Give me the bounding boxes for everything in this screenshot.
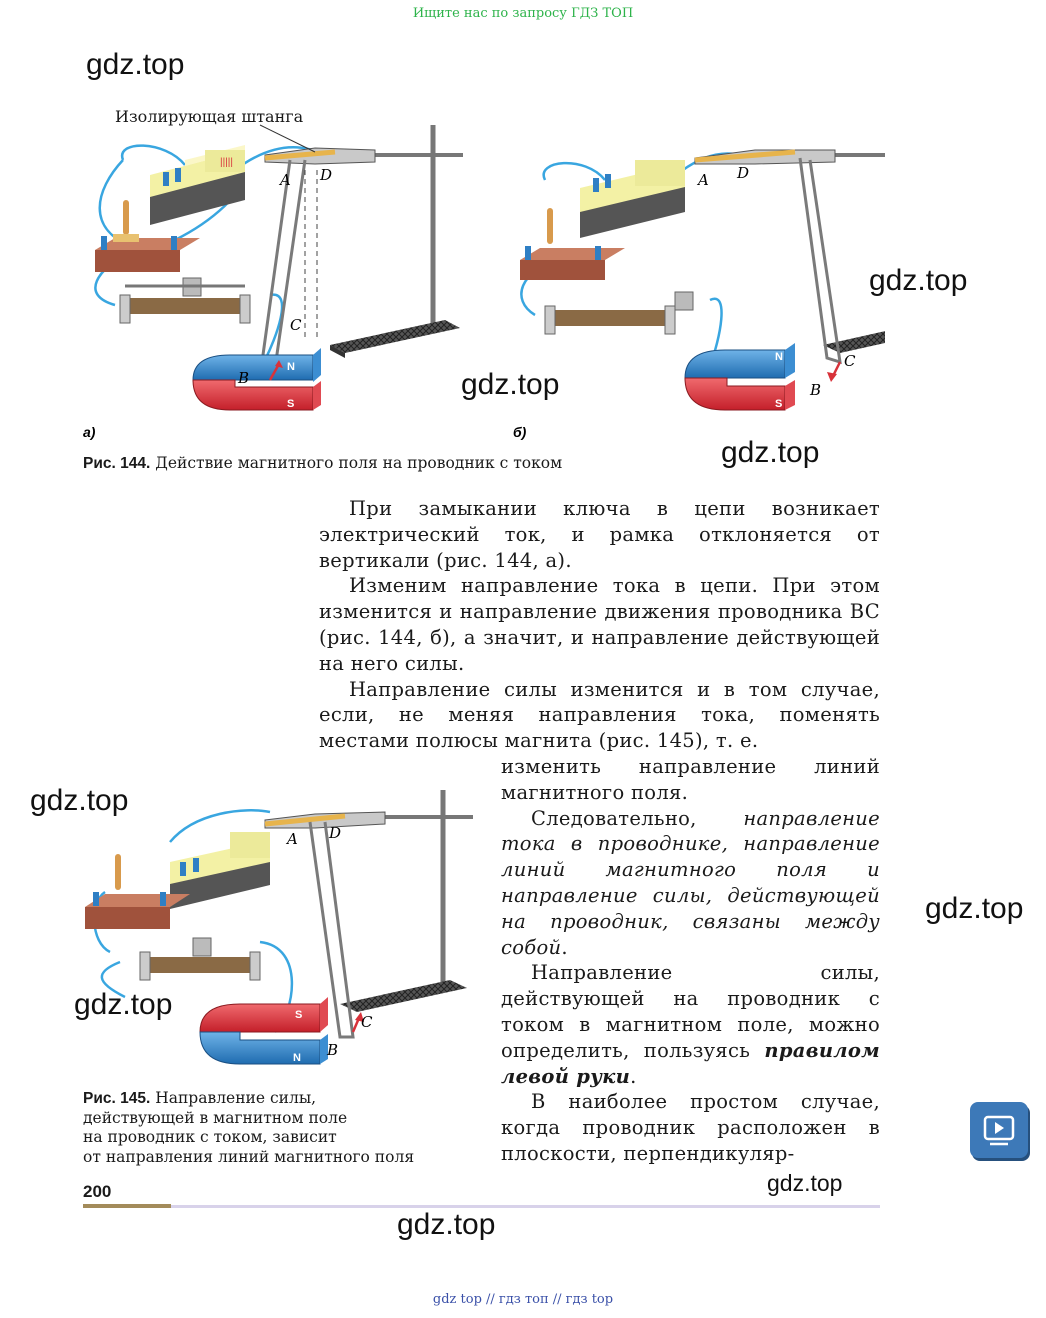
- figure-145-caption: Рис. 145. Направление силы, действующей …: [83, 1089, 473, 1167]
- footer-rule-accent: [83, 1204, 171, 1208]
- svg-text:|||||: |||||: [220, 157, 233, 168]
- top-banner[interactable]: Ищите нас по запросу ГДЗ ТОП: [412, 6, 634, 21]
- figure-144-caption: Рис. 144. Действие магнитного поля на пр…: [83, 454, 562, 474]
- watermark: gdz.top: [86, 48, 185, 81]
- caption-line: на проводник с током, зависит: [83, 1128, 337, 1146]
- video-play-button[interactable]: [970, 1102, 1028, 1158]
- watermark: gdz.top: [767, 1170, 843, 1196]
- svg-text:S: S: [775, 398, 782, 410]
- paragraph: Следовательно, направление тока в провод…: [501, 806, 880, 959]
- watermark: gdz.top: [869, 264, 968, 297]
- svg-text:B: B: [809, 381, 821, 399]
- svg-text:а): а): [83, 424, 96, 440]
- svg-text:D: D: [328, 824, 341, 842]
- svg-text:A: A: [696, 171, 709, 189]
- video-icon: [983, 1115, 1015, 1146]
- svg-text:S: S: [295, 1009, 302, 1021]
- watermark: gdz.top: [461, 368, 560, 401]
- watermark: gdz.top: [30, 784, 129, 817]
- watermark: gdz.top: [721, 436, 820, 469]
- paragraph: Направление силы, действующей на проводн…: [501, 961, 881, 1088]
- watermark: gdz.top: [397, 1208, 496, 1241]
- paragraph: Направление силы изменится и в том случа…: [319, 677, 880, 753]
- emphasis: направление тока в проводнике, направлен…: [501, 806, 880, 959]
- svg-text:C: C: [290, 316, 302, 334]
- svg-text:б): б): [513, 424, 527, 440]
- caption-line: действующей в магнитном поле: [83, 1108, 348, 1127]
- rule-name: правилом левой руки: [501, 1038, 881, 1088]
- paragraph: изменить направление линий магнитного по…: [501, 755, 880, 804]
- svg-text:B: B: [237, 369, 249, 387]
- page-number: 200: [83, 1182, 112, 1201]
- svg-text:N: N: [775, 351, 783, 363]
- body-text-upper: При замыкании ключа в цепи возникает эле…: [319, 496, 880, 754]
- paragraph: В наиболее простом случае, когда проводн…: [501, 1090, 880, 1165]
- paragraph: Изменим направление тока в цепи. При это…: [319, 574, 880, 675]
- watermark: gdz.top: [925, 892, 1024, 925]
- caption-text: Действие магнитного поля на проводник с …: [155, 454, 563, 472]
- footer-rule: [171, 1205, 880, 1208]
- paragraph: При замыкании ключа в цепи возникает эле…: [319, 497, 880, 572]
- bottom-banner[interactable]: gdz top // гдз топ // гдз top: [432, 1292, 614, 1307]
- svg-text:C: C: [844, 352, 856, 370]
- svg-text:A: A: [278, 171, 291, 189]
- figure-145: S N A D C B: [85, 790, 473, 1065]
- svg-text:A: A: [285, 830, 298, 848]
- svg-text:S: S: [287, 398, 294, 410]
- caption-line: от направления линий магнитного поля: [83, 1147, 415, 1166]
- svg-text:C: C: [361, 1013, 373, 1031]
- svg-text:N: N: [293, 1052, 301, 1064]
- watermark: gdz.top: [74, 988, 173, 1021]
- svg-text:N: N: [287, 361, 295, 373]
- figure-144: ||||| N S Изолирующая штанга: [83, 107, 885, 440]
- svg-text:B: B: [326, 1041, 338, 1059]
- caption-line: Направление силы,: [155, 1089, 317, 1107]
- panel-a: ||||| N S Изолирующая штанга: [94, 107, 463, 411]
- svg-text:D: D: [736, 164, 749, 182]
- svg-text:D: D: [319, 166, 332, 184]
- body-text-lower: изменить направление линий магнитного по…: [501, 754, 880, 1167]
- svg-text:Изолирующая штанга: Изолирующая штанга: [115, 107, 304, 126]
- caption-number: Рис. 145.: [83, 1090, 151, 1107]
- panel-b: N S A D C B: [520, 149, 885, 411]
- caption-number: Рис. 144.: [83, 455, 151, 472]
